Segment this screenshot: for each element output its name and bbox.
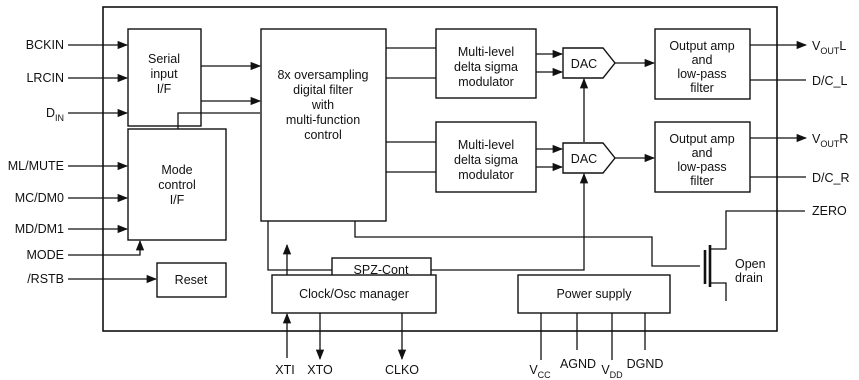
- mod-top-line-3: modulator: [458, 75, 514, 89]
- power-supply-block: [517, 274, 671, 314]
- filter-line-1: 8x oversampling: [277, 68, 368, 82]
- pin-dgnd: DGND: [627, 357, 664, 371]
- clock-osc-manager-block: [271, 274, 437, 314]
- mod-top-line-1: Multi-level: [458, 45, 514, 59]
- serial-if-line-2: input: [150, 67, 178, 81]
- filter-line-3: with: [311, 98, 334, 112]
- reset-block: [156, 262, 227, 298]
- pin-agnd: AGND: [560, 357, 596, 371]
- serial-if-line-3: I/F: [157, 82, 172, 96]
- digital-filter-block: [260, 28, 387, 222]
- filter-line-4: multi-function: [286, 113, 360, 127]
- outamp-top-line-4: filter: [690, 81, 714, 95]
- filter-to-spz: [267, 221, 332, 271]
- pin-md-dm1: MD/DM1: [15, 222, 64, 236]
- pin-mode: MODE: [27, 248, 65, 262]
- mode-if-line-3: I/F: [170, 193, 185, 207]
- pin-dc-l: D/C_L: [812, 74, 847, 88]
- clock-label: Clock/Osc manager: [299, 287, 409, 301]
- pin-xti: XTI: [275, 363, 294, 377]
- mod-top-line-2: delta sigma: [454, 60, 518, 74]
- mode-line: [68, 239, 145, 256]
- mode-to-filter: [177, 112, 260, 129]
- mode-control-if-block: [127, 128, 227, 241]
- mod-bottom-line-1: Multi-level: [458, 138, 514, 152]
- serial-input-if-block: [127, 28, 202, 127]
- serial-if-line-1: Serial: [148, 52, 180, 66]
- mode-if-line-2: control: [158, 178, 196, 192]
- pin-din: DIN: [46, 106, 64, 123]
- modulator-top-block: [435, 28, 537, 99]
- filter-to-zero-transistor: [354, 221, 700, 267]
- mode-if-line-1: Mode: [161, 163, 192, 177]
- pin-vout-r: VOUTR: [812, 132, 848, 149]
- pin-zero: ZERO: [812, 204, 847, 218]
- open-drain-line-1: Open: [735, 257, 766, 271]
- outamp-bottom-line-1: Output amp: [669, 132, 734, 146]
- dac-top-label: DAC: [571, 57, 597, 71]
- pin-lrcin: LRCIN: [26, 71, 64, 85]
- filter-line-5: control: [304, 128, 342, 142]
- output-amp-bottom-block: [654, 121, 751, 193]
- pin-vdd: VDD: [601, 363, 623, 380]
- open-drain-transistor-icon: [703, 210, 805, 301]
- pin-mc-dm0: MC/DM0: [15, 191, 64, 205]
- pin-xto: XTO: [307, 363, 333, 377]
- outamp-top-line-3: low-pass: [677, 67, 726, 81]
- dac-bottom-label: DAC: [571, 152, 597, 166]
- filter-line-2: digital filter: [293, 83, 353, 97]
- pin-vcc: VCC: [529, 363, 551, 380]
- outamp-top-line-2: and: [692, 53, 713, 67]
- outamp-bottom-line-3: low-pass: [677, 160, 726, 174]
- spz-label: SPZ-Cont: [354, 263, 409, 277]
- outamp-top-line-1: Output amp: [669, 39, 734, 53]
- power-label: Power supply: [556, 287, 632, 301]
- mod-bottom-line-3: modulator: [458, 168, 514, 182]
- modulator-bottom-block: [435, 121, 537, 193]
- reset-label: Reset: [175, 273, 208, 287]
- spz-to-dac-bottom: [431, 172, 589, 271]
- pin-ml-mute: ML/MUTE: [8, 159, 64, 173]
- pin-dc-r: D/C_R: [812, 171, 850, 185]
- open-drain-line-2: drain: [735, 271, 763, 285]
- pin-rstb: /RSTB: [27, 272, 64, 286]
- outamp-bottom-line-2: and: [692, 146, 713, 160]
- mod-bottom-line-2: delta sigma: [454, 153, 518, 167]
- pin-vout-l: VOUTL: [812, 39, 846, 56]
- pin-clko: CLKO: [385, 363, 419, 377]
- output-amp-top-block: [654, 28, 751, 100]
- outamp-bottom-line-4: filter: [690, 174, 714, 188]
- pin-bckin: BCKIN: [26, 38, 64, 52]
